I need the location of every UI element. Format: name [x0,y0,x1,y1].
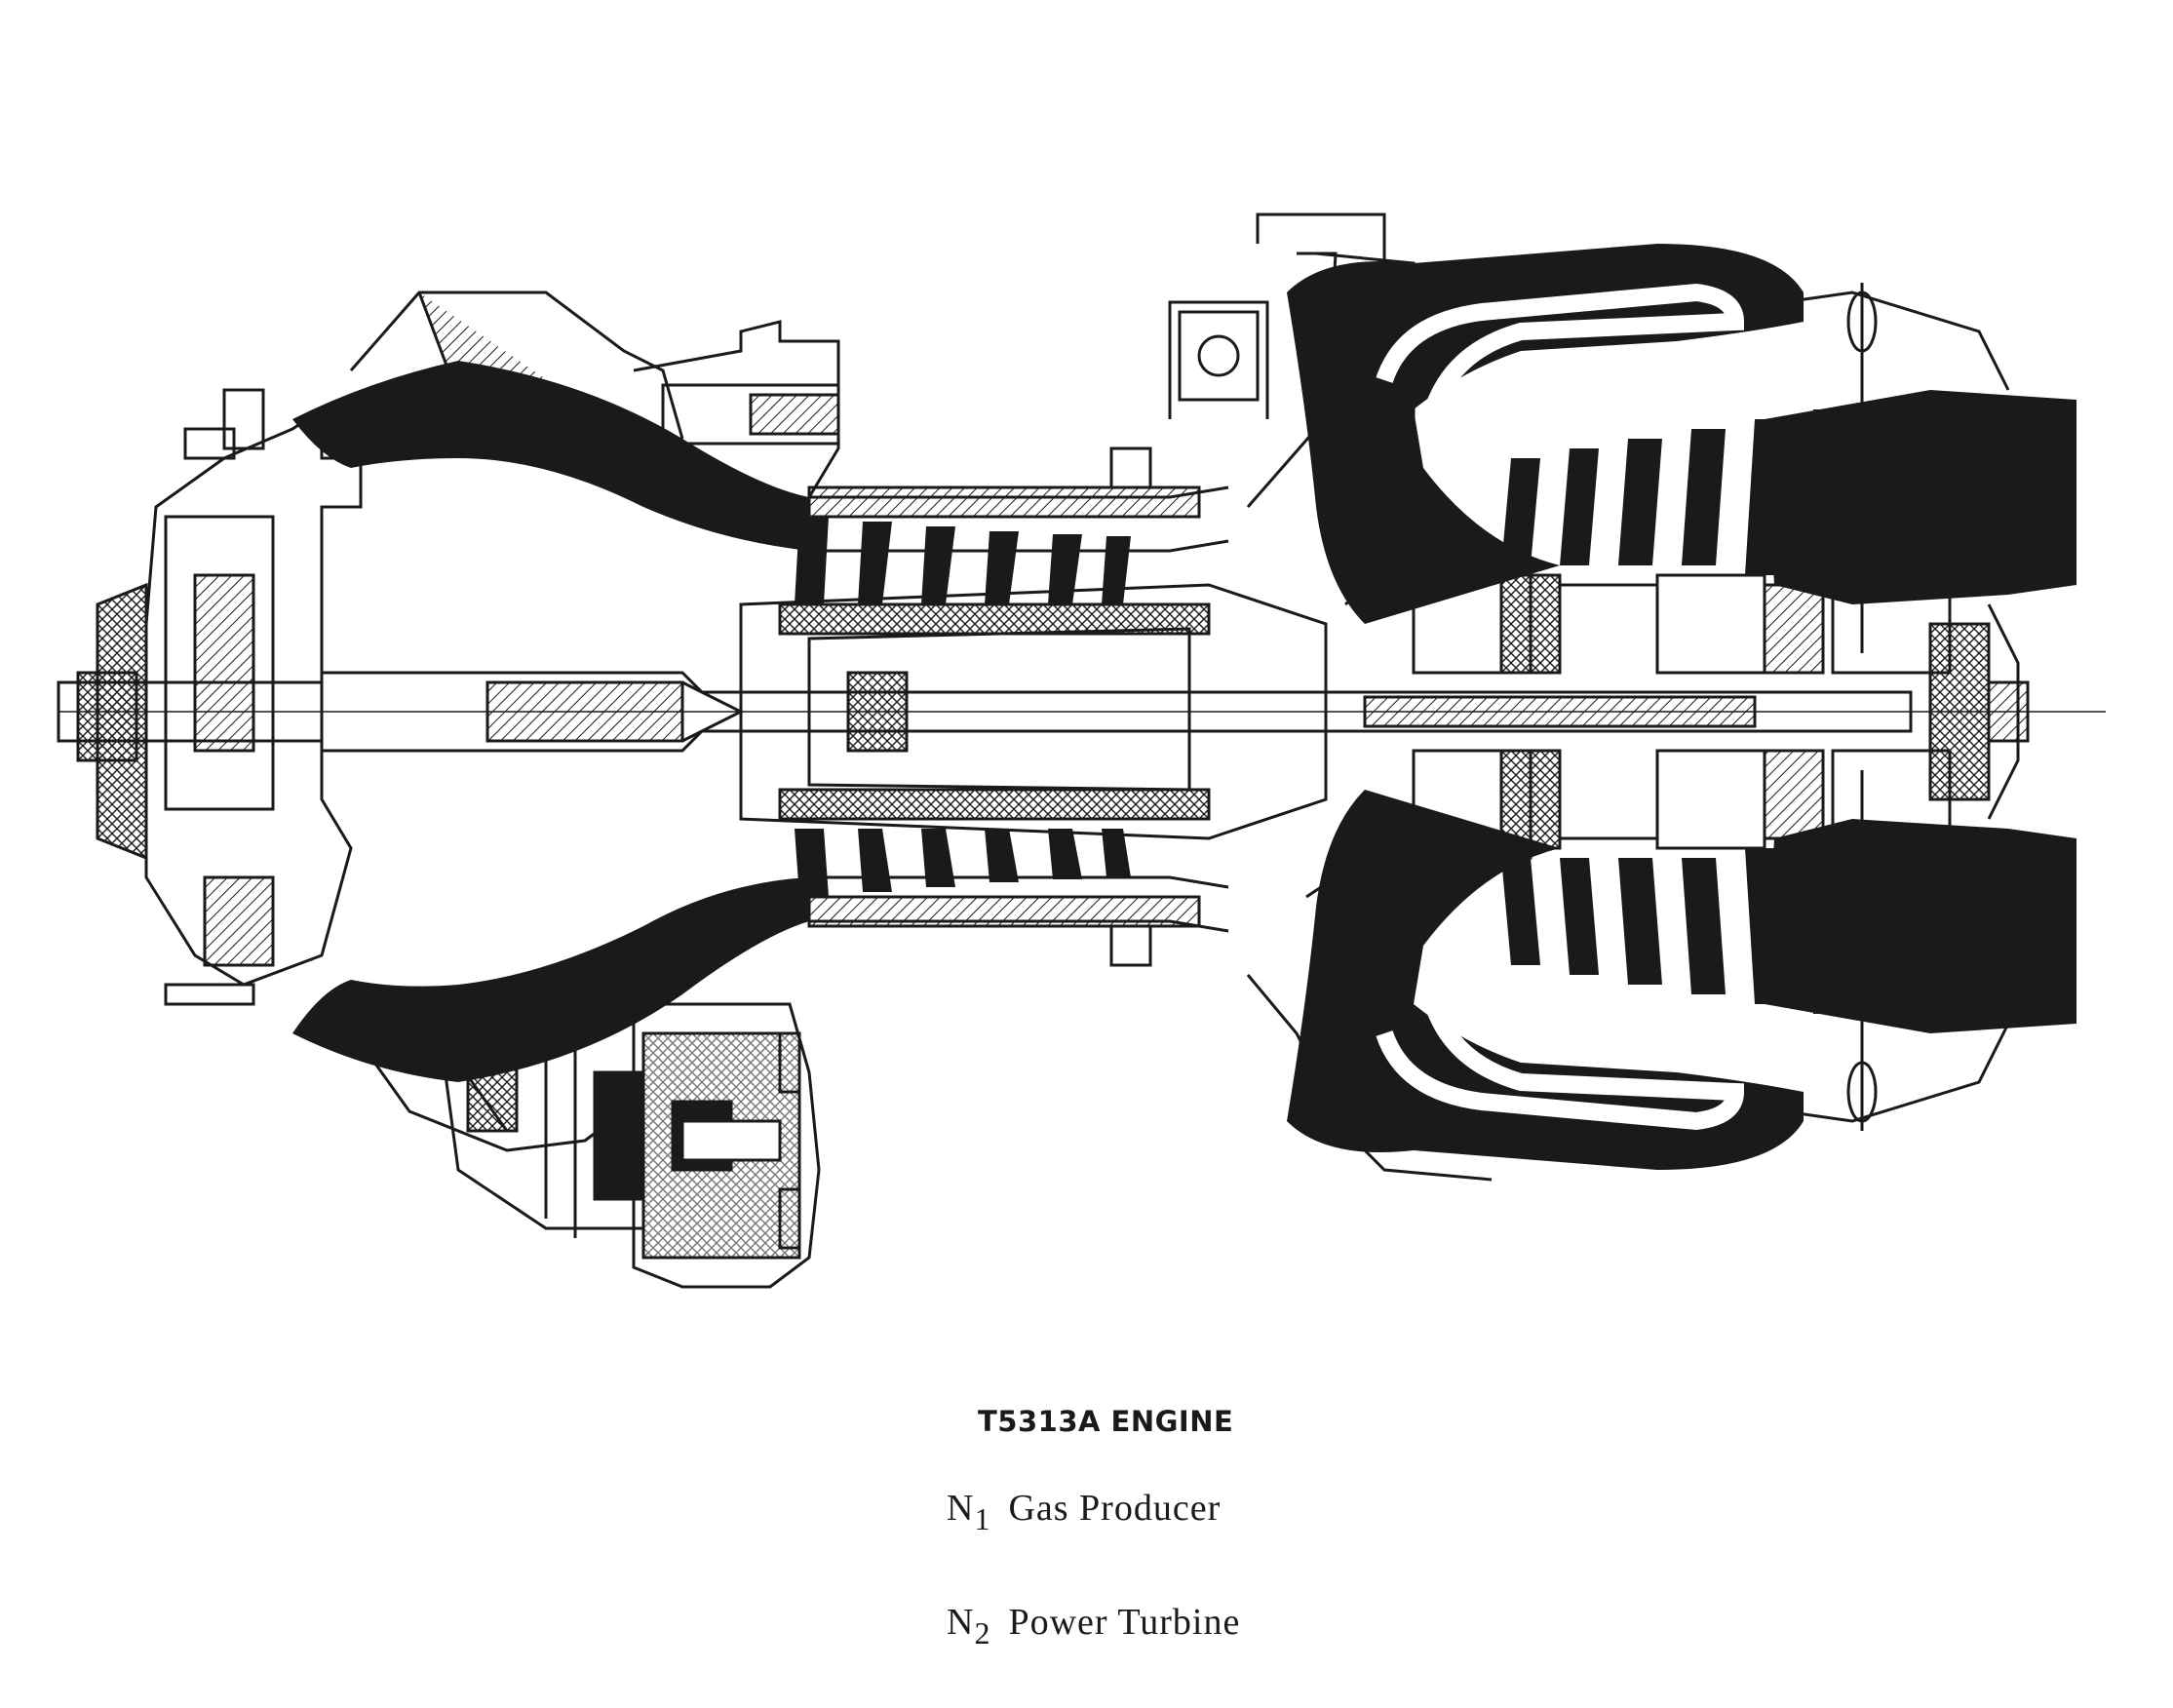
combustor-liner-lower [1376,878,1745,1131]
front-gearbox-housing [57,388,363,1006]
rear-bearing-support [1783,283,2030,1131]
n1-label: Gas Producer [1008,1488,1222,1529]
caption-n2-power-turbine: N2 Power Turbine [947,1601,1241,1650]
turbine-disks [1412,563,1952,860]
figure-title: T5313A ENGINE [978,1405,1234,1438]
caption-n1-gas-producer: N1 Gas Producer [947,1487,1222,1536]
compressor-rotor [739,583,1328,840]
n2-symbol: N2 [947,1602,991,1650]
lower-accessory-gearbox [437,1002,821,1289]
main-shaft [58,671,2106,753]
compressor-blades-upper [795,517,1131,604]
exhaust-duct-upper [1765,390,2076,604]
n1-symbol: N1 [947,1488,991,1536]
inlet-duct-lower [292,877,809,1082]
exhaust-duct-lower [1765,819,2076,1033]
compressor-blades-lower [795,829,1131,897]
compressor-casing [807,446,1229,967]
inlet-duct-upper [292,361,809,551]
n2-label: Power Turbine [1008,1602,1241,1643]
combustor-liner-upper [1376,283,1745,535]
